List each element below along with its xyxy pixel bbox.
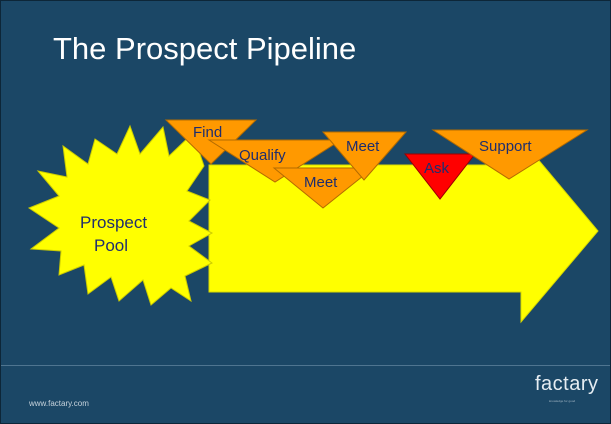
stage-meet-2-triangle [321,131,408,181]
stage-ask-triangle [403,153,477,200]
factary-logo: factary [535,373,599,395]
stage-label: Find [193,124,222,141]
stage-label: Support [479,138,532,155]
logo-tagline: knowledge for good [549,399,576,403]
stage-label: Meet [346,138,380,155]
stage-label: Ask [424,160,450,177]
prospect-pool-label: Prospect [80,213,147,232]
slide-title: The Prospect Pipeline [53,31,357,66]
footer-url: www.factary.com [29,399,89,408]
stage-label: Qualify [239,147,286,164]
prospect-pool-label: Pool [94,236,128,255]
stage-qualify-triangle [207,139,343,183]
stage-meet-1-triangle [272,167,375,209]
prospect-pool-starburst [27,124,214,306]
stage-support-triangle [431,129,589,180]
stage-label: Meet [304,174,338,191]
footer-divider [1,365,610,366]
